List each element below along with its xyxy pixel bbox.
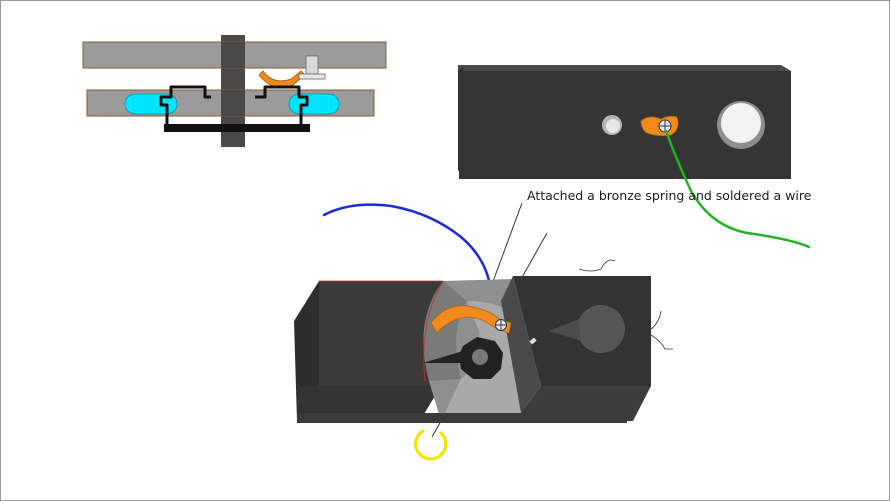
- green-wire: [664, 129, 811, 249]
- large-hole-inner: [721, 103, 761, 143]
- shaft-lower: [221, 90, 245, 116]
- clip-right: [255, 85, 309, 125]
- clip-left: [159, 85, 211, 125]
- knob-shadow: [577, 305, 625, 353]
- small-bronze-spring: [258, 70, 306, 88]
- front-panel: [458, 65, 811, 249]
- base-bar: [164, 124, 310, 132]
- spring-mount-base: [298, 73, 326, 80]
- bronze-spring-bottom: [430, 305, 512, 334]
- shaft-upper: [221, 42, 245, 68]
- box-assembly: [294, 203, 673, 423]
- thin-wire-3: [650, 334, 673, 350]
- thin-wire-2: [650, 310, 662, 330]
- box-edge-highlight: [319, 280, 444, 382]
- drum-mark: [529, 337, 537, 345]
- thin-wire-1: [578, 259, 616, 272]
- bottom-edge: [297, 413, 627, 423]
- spring-mount: [305, 55, 319, 75]
- left-box-back: [319, 281, 443, 386]
- cross-section-diagram: [82, 35, 387, 147]
- shaft-bottom: [221, 132, 245, 147]
- panel-top-edge: [458, 65, 791, 71]
- right-box-slope: [501, 276, 541, 413]
- contact-right: [288, 93, 340, 115]
- annotation-label: Attached a bronze spring and soldered a …: [527, 188, 812, 203]
- contact-left: [124, 93, 178, 115]
- left-box-floor: [297, 386, 441, 421]
- knob-pointer: [423, 351, 463, 363]
- knob-pointer-shadow: [549, 319, 581, 341]
- small-hole-highlight: [606, 119, 620, 133]
- knob-center: [472, 349, 488, 365]
- retaining-ring: [414, 429, 448, 461]
